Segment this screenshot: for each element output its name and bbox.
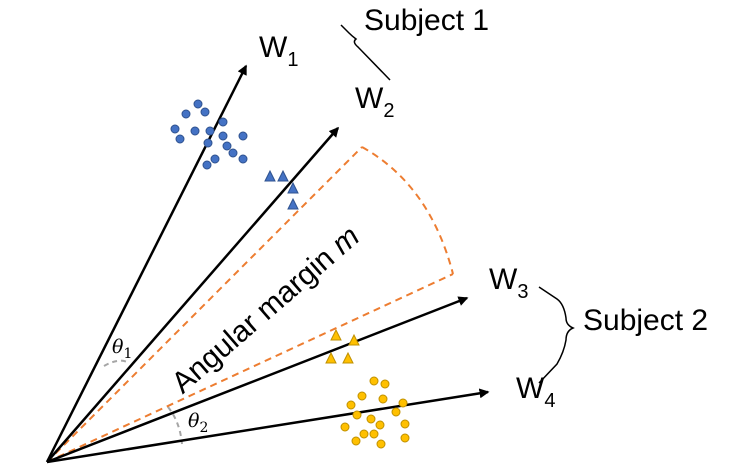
subject2-triangle <box>325 351 337 364</box>
subject1-point <box>193 99 203 109</box>
subject1-brace <box>340 24 391 81</box>
subject2-point <box>400 433 410 443</box>
subject1-point <box>175 134 185 144</box>
subject2-point <box>391 407 401 417</box>
theta1-arc <box>103 359 128 367</box>
subject2-circles <box>340 376 410 449</box>
subject2-point <box>366 414 376 424</box>
subject1-point <box>203 138 213 148</box>
subject2-point <box>369 376 379 386</box>
subject1-point <box>181 109 191 119</box>
subject2-point <box>375 420 385 430</box>
subject1-point <box>190 126 200 136</box>
margin-boundary-arc <box>361 146 454 275</box>
subject2-point <box>340 422 350 432</box>
subject1-triangle <box>287 181 299 194</box>
subject1-point <box>202 160 212 170</box>
subject1-triangle <box>264 169 276 182</box>
angular-margin-label: Angular margin m <box>166 220 366 400</box>
subject1-point <box>238 154 248 164</box>
subject1-point <box>218 117 228 127</box>
subject1-triangle <box>287 197 299 210</box>
subject1-point <box>238 131 248 141</box>
subject1-circles <box>170 99 248 170</box>
margin-boundary-upper <box>46 146 363 463</box>
subject2-point <box>369 429 379 439</box>
margin-boundary-lower <box>46 273 454 463</box>
subject2-brace <box>538 286 575 384</box>
subject2-point <box>357 391 367 401</box>
subject2-point <box>400 419 410 429</box>
subject2-point <box>346 400 356 410</box>
subject1-point <box>170 124 180 134</box>
subject1-point <box>210 154 220 164</box>
w1-label: W1 <box>259 31 298 71</box>
w4-arrow <box>46 388 490 464</box>
subject2-point <box>380 379 390 389</box>
subject2-point <box>352 410 362 420</box>
subject1-point <box>200 107 210 117</box>
subject2-triangles <box>325 328 360 364</box>
subject1-label: Subject 1 <box>364 4 489 37</box>
subject2-point <box>351 436 361 446</box>
w3-arrow <box>46 296 469 464</box>
subject2-point <box>376 439 386 449</box>
subject2-point <box>359 429 369 439</box>
subject2-triangle <box>330 328 342 341</box>
subject2-point <box>398 398 408 408</box>
w3-label: W3 <box>489 263 528 303</box>
subject1-triangles <box>264 169 299 210</box>
subject1-triangle <box>277 169 289 182</box>
w1-arrow <box>45 64 248 463</box>
subject2-point <box>378 394 388 404</box>
subject2-label: Subject 2 <box>583 304 708 337</box>
subject1-point <box>228 148 238 158</box>
w2-arrow <box>46 126 339 463</box>
subject1-point <box>218 131 228 141</box>
theta2-label: θ2 <box>188 410 208 436</box>
w4-label: W4 <box>516 372 555 412</box>
w2-label: W2 <box>355 82 394 122</box>
subject2-triangle <box>348 333 360 346</box>
theta1-label: θ1 <box>112 336 132 362</box>
subject1-point <box>222 141 232 151</box>
subject1-point <box>205 126 215 136</box>
subject2-triangle <box>342 351 354 364</box>
